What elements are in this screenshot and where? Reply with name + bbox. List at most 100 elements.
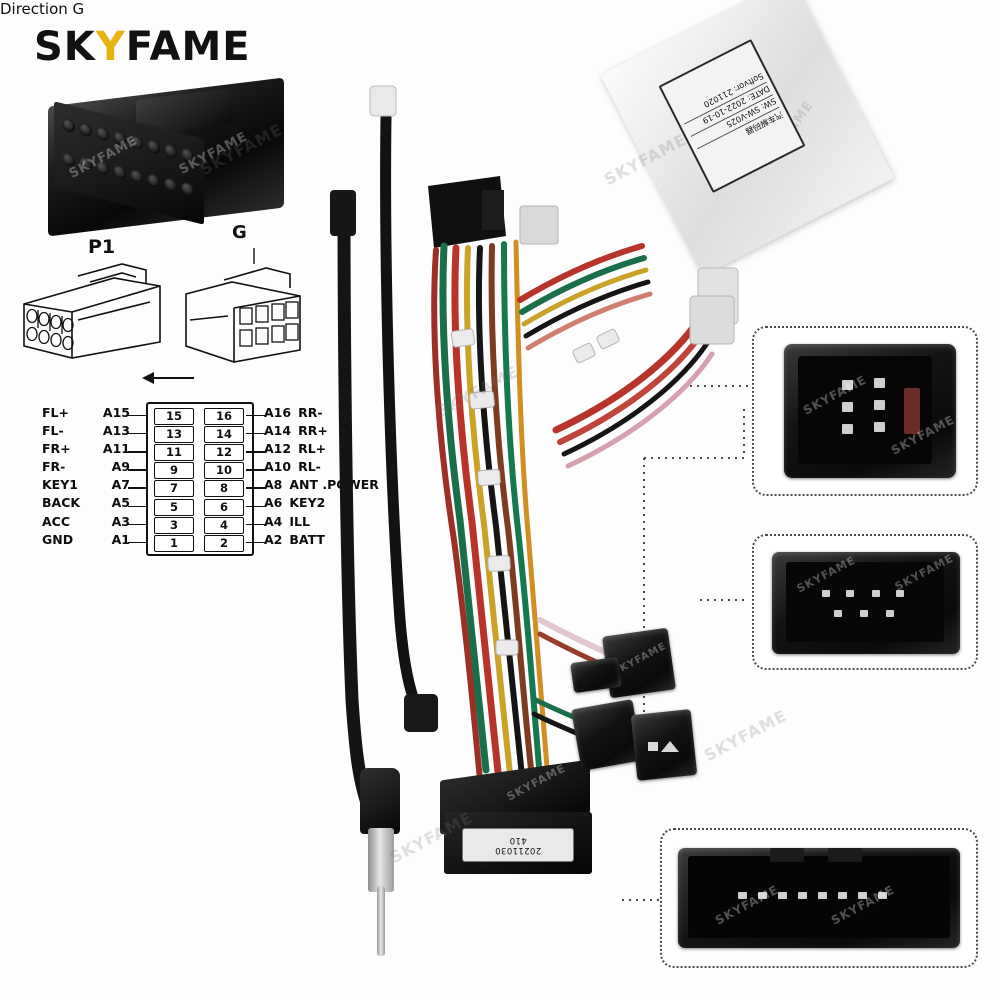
- pin-cell: 15: [154, 408, 194, 425]
- pin-function: KEY2: [289, 495, 326, 511]
- pinout-row: FL- A13: [42, 422, 130, 440]
- pin-leader-line: [128, 415, 148, 417]
- small-connector-2: [570, 656, 622, 694]
- pin-cell: 13: [154, 426, 194, 444]
- pinout-row: A12 RL+: [264, 440, 352, 458]
- g-connector-label: G: [232, 222, 247, 243]
- small-connector-4: [630, 709, 698, 781]
- pin-function: GND: [42, 531, 74, 547]
- pin-function: FR-: [42, 459, 66, 475]
- pin-code: A7: [111, 477, 130, 493]
- brand-logo-part2: FAME: [125, 24, 251, 70]
- pinout-row: A6 KEY2: [264, 494, 352, 512]
- connector-c-photo: SKYFAME SKYFAME: [678, 848, 960, 948]
- callout-connector-c-inner: SKYFAME SKYFAME: [674, 842, 964, 954]
- pin-function: ILL: [289, 513, 310, 529]
- p1-connector-label: P1: [88, 236, 116, 258]
- pinout-row: ACC A3: [42, 513, 130, 531]
- pin-function: RR-: [298, 405, 323, 420]
- pin-code: A9: [111, 459, 130, 475]
- pin-leader-line: [246, 541, 266, 544]
- pin-code: A2: [264, 531, 283, 547]
- pin-cell: 9: [154, 462, 194, 480]
- pin-code: A3: [111, 513, 130, 529]
- small-connector-3: [571, 699, 643, 771]
- pin-leader-line: [128, 433, 148, 435]
- pin-code: A4: [264, 513, 283, 529]
- pin-leader-line: [246, 505, 266, 507]
- brand-logo-part1: SK: [34, 24, 96, 70]
- decoder-module: 20211030 410 SKYFAME: [440, 759, 600, 880]
- pin-function: RR+: [298, 423, 328, 439]
- pin-code: A14: [264, 423, 292, 439]
- pin-leader-line: [128, 451, 148, 453]
- pin-leader-line: [128, 523, 148, 525]
- antenna-cable: [369, 85, 438, 732]
- pin-code: A15: [102, 405, 130, 420]
- direction-arrow-icon: [142, 372, 194, 384]
- pinout-row: A4 ILL: [264, 513, 352, 531]
- pin-function: FL-: [42, 423, 64, 439]
- connector-marking-icon: [648, 741, 679, 752]
- pin-cell: 8: [204, 480, 244, 498]
- pin-leader-line: [128, 469, 148, 471]
- pinout-row: BACK A5: [42, 494, 130, 512]
- pin-leader-line: [246, 487, 266, 489]
- callout-connector-b: SKYFAME SKYFAME: [752, 534, 978, 670]
- pin-leader-line: [128, 505, 148, 507]
- direction-g-label: Direction G: [0, 0, 85, 18]
- pin-code: A6: [264, 495, 283, 511]
- pin-code: A1: [111, 531, 130, 547]
- pin-function: RL-: [298, 459, 321, 475]
- pin-function: FR+: [42, 441, 71, 457]
- pin-function: RL+: [298, 441, 327, 457]
- pin-leader-line: [246, 415, 266, 417]
- pin-code: A12: [264, 441, 292, 457]
- cable-ties: [450, 328, 620, 656]
- pin-cell: 1: [154, 534, 194, 552]
- main-head-connector: [428, 176, 506, 248]
- pin-cell: 7: [154, 480, 194, 498]
- pin-function: ANT .POWER: [289, 477, 379, 493]
- white-connector-branch: [552, 314, 715, 469]
- pinout-row: A14 RR+: [264, 422, 352, 440]
- callout-connector-a: SKYFAME SKYFAME: [752, 326, 978, 496]
- pin-leader-line: [246, 523, 266, 525]
- antenna-plug-boot: [360, 768, 400, 834]
- pin-function: ACC: [42, 513, 71, 529]
- pin-leader-line: [128, 487, 148, 489]
- pin-function: FL+: [42, 405, 69, 420]
- pin-cell: 12: [204, 444, 244, 462]
- lineart-connectors: [23, 248, 301, 363]
- canbox-branch: [517, 243, 653, 351]
- pin-cell: 5: [154, 498, 194, 516]
- pin-cell: 14: [204, 426, 244, 444]
- pin-cell: 10: [204, 462, 244, 480]
- pin-code: A13: [102, 423, 130, 439]
- callout-connector-a-inner: SKYFAME SKYFAME: [766, 340, 964, 482]
- antenna-plug: [352, 768, 412, 958]
- pinout-row: FR- A9: [42, 458, 130, 476]
- pin-code: A5: [111, 495, 130, 511]
- connector-a-photo: SKYFAME SKYFAME: [784, 344, 957, 478]
- grey-housings: [519, 205, 739, 345]
- pin-function: BACK: [42, 495, 81, 511]
- callout-leader-lines: [622, 385, 748, 901]
- pin-leader-line: [246, 451, 266, 453]
- callout-connector-b-inner: SKYFAME SKYFAME: [766, 548, 964, 656]
- usb-cable: [330, 190, 373, 807]
- brand-logo: SKYFAME: [34, 24, 251, 70]
- pinout-row: FR+A11: [42, 440, 130, 458]
- pin-leader-line: [246, 433, 266, 435]
